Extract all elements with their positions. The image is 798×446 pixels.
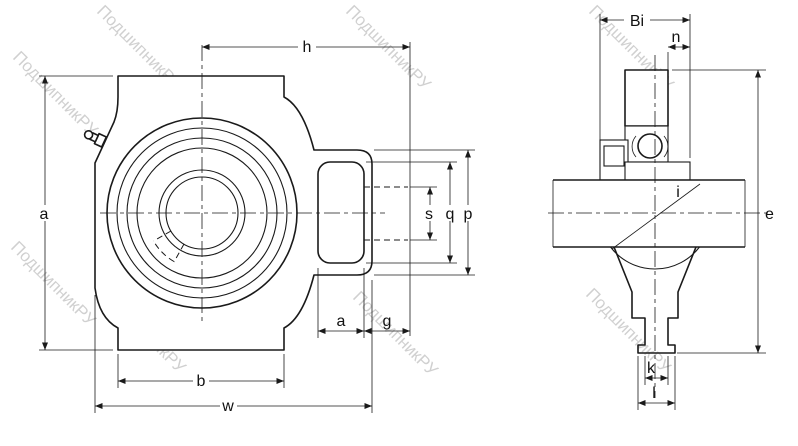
dim-p: p [374, 149, 476, 276]
dim-q: q [366, 161, 458, 264]
dim-label-n: n [672, 29, 681, 46]
watermark-text: ПодшипникРУ [9, 47, 102, 140]
shaft-fill [553, 180, 745, 247]
inner-ring-fill [625, 162, 690, 180]
drawing-lines: h a s [36, 12, 774, 415]
collar-fill [600, 140, 628, 180]
housing-top-block [624, 69, 669, 127]
dim-n: n [667, 29, 690, 70]
dim-Bi: Bi [599, 12, 691, 158]
label-bg [220, 398, 237, 414]
grease-nipple [83, 130, 108, 148]
dim-label-k: k [647, 360, 656, 377]
label-bg [36, 205, 53, 221]
dim-w: w [94, 280, 373, 415]
cage-arc [663, 135, 669, 158]
dim-a-bottom: a [317, 268, 365, 338]
label-bg [193, 373, 209, 389]
dim-label-Bi: Bi [630, 13, 644, 30]
hidden-arc [153, 240, 175, 262]
dim-label-i: i [676, 184, 680, 201]
label-bg [298, 39, 316, 55]
side-view: Bi n e i [548, 12, 774, 410]
set-screw-hidden-lines [153, 230, 185, 263]
hidden-line [153, 230, 172, 242]
watermark-text: ПодшипникРУ [349, 287, 442, 380]
cage-arc [631, 135, 637, 158]
label-bg [624, 12, 650, 28]
watermark-text: ПодшипникРУ [342, 1, 435, 94]
dim-label-e: e [765, 206, 774, 223]
dim-label-g: g [383, 313, 392, 330]
dim-h: h [202, 39, 411, 336]
hidden-line [173, 243, 185, 263]
dim-label-a-left: a [40, 206, 49, 223]
label-bg [443, 205, 458, 221]
slide-slot [317, 161, 365, 264]
dim-s: s [410, 186, 437, 241]
housing-boss-arc [610, 246, 700, 270]
housing-bottom-outline [613, 246, 697, 354]
dim-l: l [637, 356, 676, 410]
dim-label-s: s [425, 206, 433, 223]
grease-nipple-ball [83, 130, 94, 140]
dim-label-p: p [464, 206, 473, 223]
dim-b: b [117, 354, 285, 390]
dim-label-b: b [197, 373, 206, 390]
front-view: h a s [36, 39, 476, 415]
dim-e: e [672, 69, 774, 354]
watermark-text: ПодшипникРУ [582, 284, 675, 377]
label-bg [461, 205, 476, 221]
dim-label-h: h [303, 39, 312, 56]
dim-k: k [644, 356, 669, 385]
set-screw-section [603, 145, 625, 167]
dim-label-a-bottom: a [337, 313, 346, 330]
dim-i: i [611, 183, 701, 250]
leader-line [611, 183, 701, 250]
dim-a-left: a [36, 75, 113, 351]
watermark-text: ПодшипникРУ [7, 237, 100, 330]
dim-label-q: q [446, 206, 455, 223]
ball-section [637, 133, 663, 159]
dim-label-w: w [221, 398, 234, 415]
label-bg [422, 205, 437, 221]
dim-label-l: l [652, 385, 656, 402]
